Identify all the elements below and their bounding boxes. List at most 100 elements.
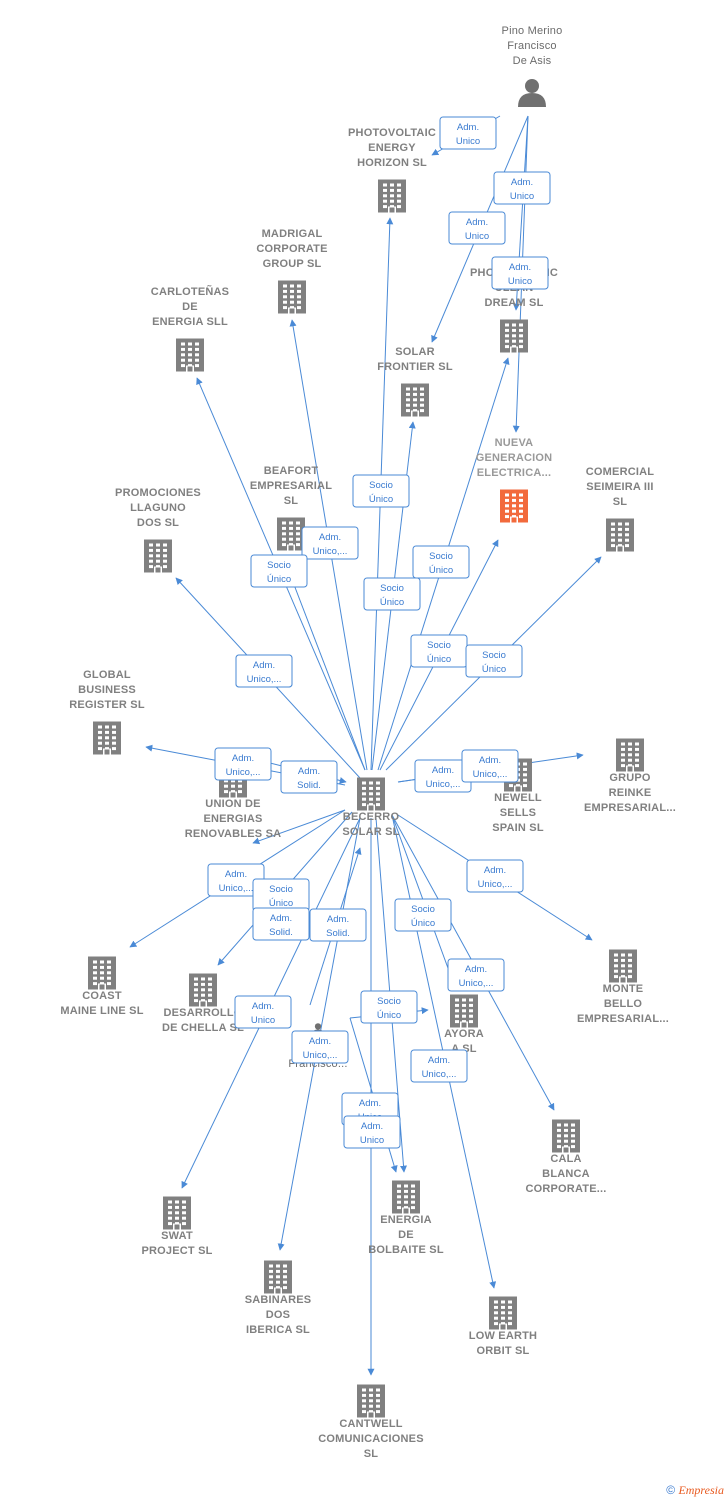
edge-label-text: Único [427,654,451,665]
building-icon [609,949,637,983]
node-label: GROUP SL [263,258,322,270]
node-label: PROMOCIONES [115,487,201,499]
edge-label-text: Adm. [479,755,501,766]
person-icon [518,79,546,107]
edge-label-box [491,256,549,290]
building-icon [88,956,116,990]
node-label: De Asis [513,55,552,67]
node-label: MADRIGAL [262,228,323,240]
edge-label[interactable]: Adm.Unico [439,116,497,150]
edge-label-text: Socio [269,884,293,895]
edge-label[interactable]: Adm.Unico,... [214,747,272,781]
edge-label-text: Único [380,597,404,608]
edge-label-text: Único [482,664,506,675]
edge-label-box [234,995,292,1029]
node-label: RENOVABLES SA [185,828,282,840]
edge-becerro-to-union [252,809,346,845]
edge-label-text: Adm. [457,122,479,133]
edge-label[interactable]: Adm.Unico,... [291,1030,349,1064]
building-icon [489,1296,517,1330]
node-label: ORBIT SL [477,1345,530,1357]
node-label: COMUNICACIONES [318,1433,423,1445]
edge-label-text: Adm. [232,753,254,764]
edge-label[interactable]: Adm.Unico [491,256,549,290]
edge-label[interactable]: Adm.Unico [448,211,506,245]
node-label: BOLBAITE SL [368,1244,444,1256]
node-label: EMPRESARIAL... [577,1013,669,1025]
node-label: UNION DE [205,798,260,810]
edge-label[interactable]: Adm.Solid. [280,760,338,794]
edge-label-box [291,1030,349,1064]
node-label: SL [613,496,628,508]
edge-label-box [461,749,519,783]
edge-label[interactable]: Adm.Unico,... [466,859,524,893]
edge-label[interactable]: Adm.Unico,... [447,958,505,992]
edge-label[interactable]: Adm.Unico,... [235,654,293,688]
edge-label[interactable]: Adm.Solid. [252,907,310,941]
edge-label[interactable]: Adm.Unico [493,171,551,205]
node-label: ENERGIAS [203,813,262,825]
edge-label[interactable]: Adm. Unico,... [461,749,519,783]
node-label: HORIZON SL [357,157,427,169]
node-low-earth[interactable]: LOW EARTH ORBIT SL [469,1296,537,1358]
credit-footer[interactable]: © Empresia [666,1483,724,1498]
edge-label-text: Unico,... [473,769,508,780]
edge-label[interactable]: Adm.Unico,... [410,1049,468,1083]
edge-label[interactable]: Adm.Unico,... [301,526,359,560]
node-cala[interactable]: CALABLANCACORPORATE... [525,1119,606,1196]
edge-label[interactable]: Adm.Unico [343,1115,401,1149]
node-label: Francisco [507,40,556,52]
edge-label-box [235,654,293,688]
edge-label-text: Unico,... [459,978,494,989]
edge-label[interactable]: Adm.Unico,... [414,759,472,793]
node-label: DESARROLLO [164,1007,243,1019]
node-label: PROJECT SL [141,1245,212,1257]
node-label: SOLAR SL [342,826,399,838]
building-icon [144,539,172,573]
node-label: SELLS [500,807,536,819]
edge-label[interactable]: Adm.Unico [234,995,292,1029]
node-label: LLAGUNO [130,502,186,514]
edge-label-text: Adm. [432,765,454,776]
node-reinke[interactable]: GRUPOREINKEEMPRESARIAL... [584,738,676,815]
node-nueva[interactable]: NUEVAGENERACIONELECTRICA... [476,437,553,523]
node-label: IBERICA SL [246,1324,310,1336]
node-label: NUEVA [495,437,534,449]
edge-label-box [214,747,272,781]
building-icon [500,319,528,353]
edge-label-text: Socio [369,480,393,491]
edge-label-text: Adm. [253,660,275,671]
edge-label[interactable]: Adm.Solid. [309,908,367,942]
edge-label-box [410,1049,468,1083]
node-label: LOW EARTH [469,1330,537,1342]
node-monte[interactable]: MONTEBELLOEMPRESARIAL... [577,949,669,1026]
